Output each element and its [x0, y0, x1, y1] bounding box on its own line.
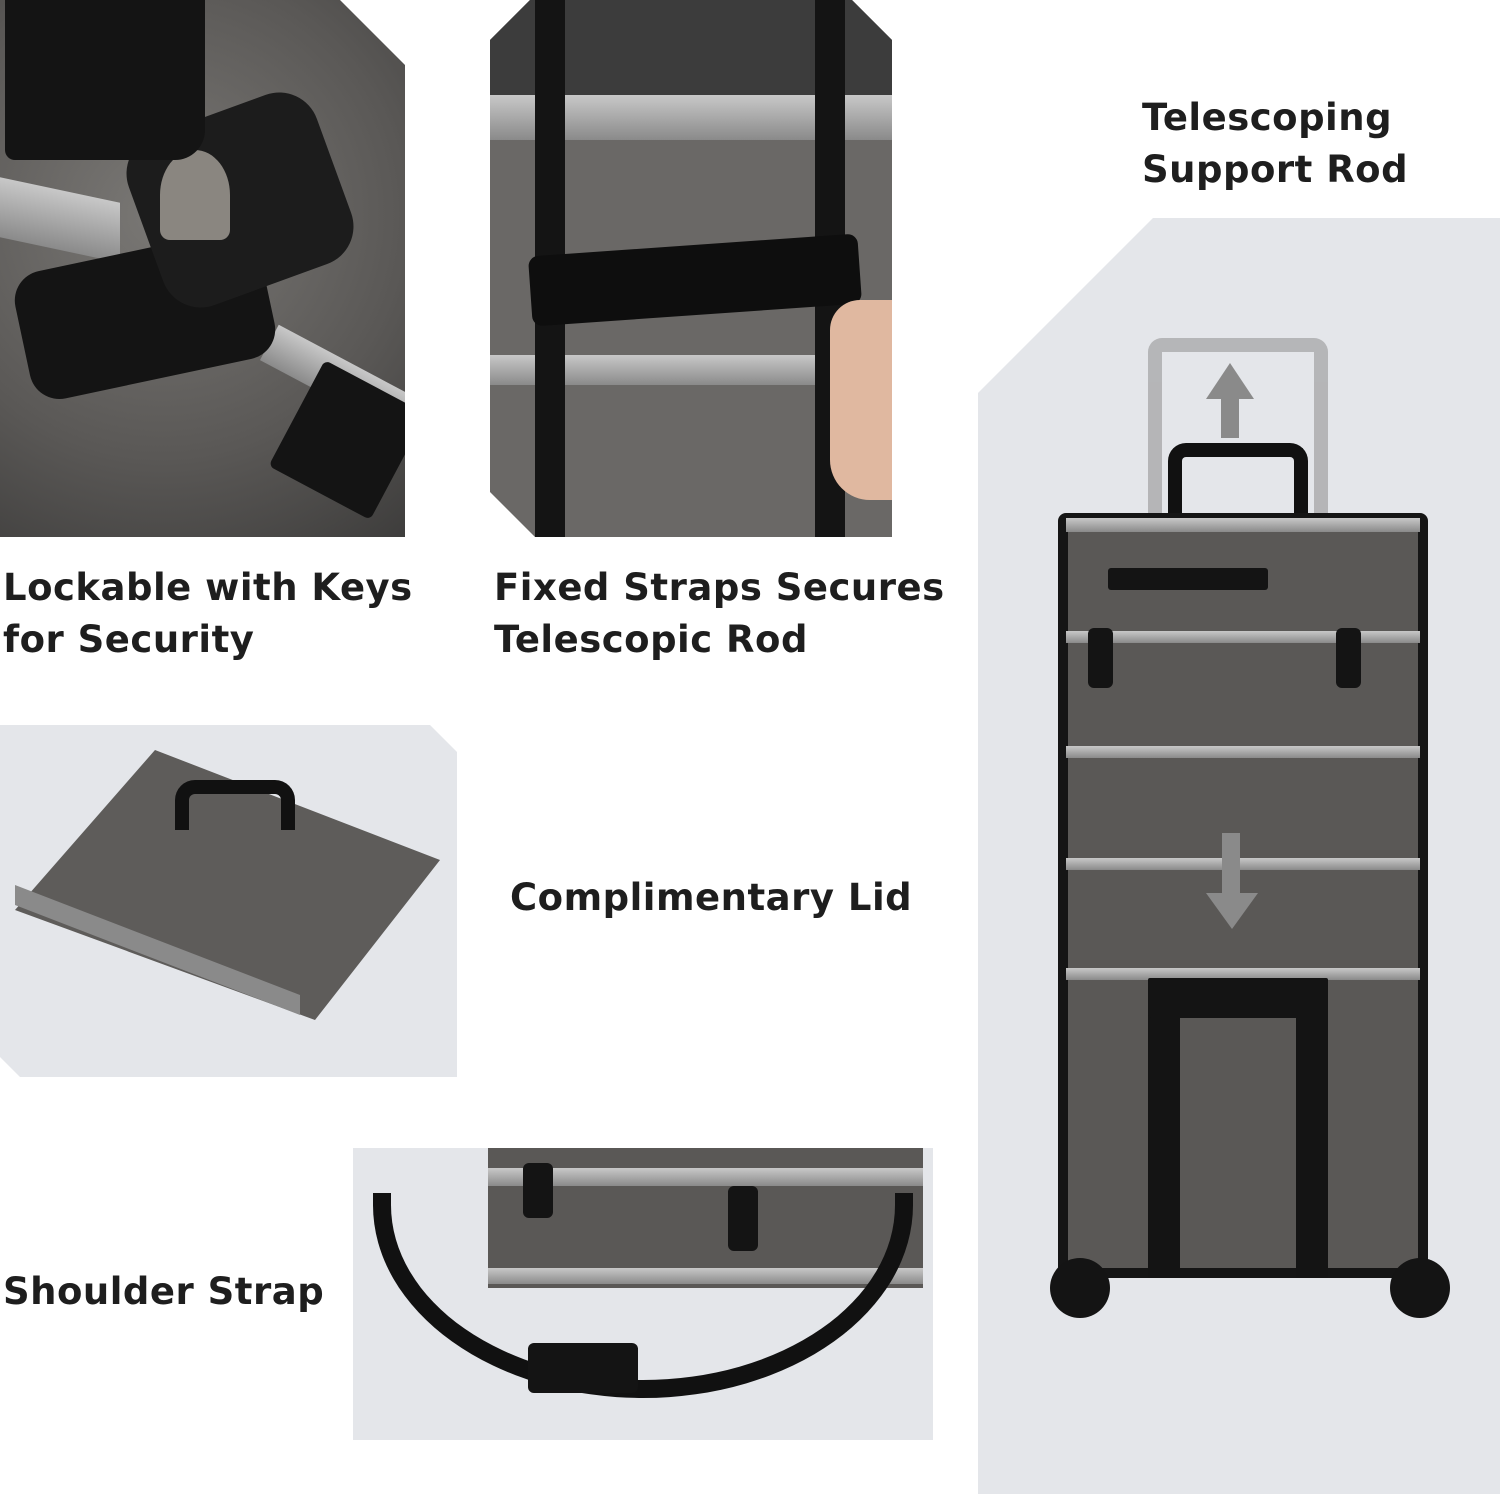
trolley-bar-left	[1148, 978, 1180, 1278]
caption-rod-line1: Telescoping	[1142, 96, 1393, 139]
key-icon	[160, 150, 230, 240]
top-handle-icon	[1168, 443, 1308, 518]
caption-shoulder: Shoulder Strap	[3, 1270, 325, 1313]
caption-lock: Lockable with Keys for Security	[3, 562, 413, 666]
caption-straps-line2: Telescopic Rod	[494, 618, 808, 661]
caption-lid: Complimentary Lid	[510, 876, 913, 919]
shoulder-strap-panel	[353, 1148, 933, 1440]
arrow-up-icon	[1206, 363, 1254, 399]
strap-photo	[490, 0, 892, 537]
caption-rod-line2: Support Rod	[1142, 148, 1409, 191]
velcro-strap-icon	[527, 233, 863, 327]
hand-icon	[830, 300, 892, 500]
arrow-down-icon	[1206, 893, 1258, 929]
lid-panel	[0, 725, 457, 1077]
caption-straps: Fixed Straps Secures Telescopic Rod	[494, 562, 945, 666]
wheel-left-icon	[1050, 1258, 1110, 1318]
shoulder-strap-icon	[373, 1193, 913, 1398]
lid-handle-icon	[175, 780, 295, 830]
wheel-right-icon	[1390, 1258, 1450, 1318]
caption-lock-line1: Lockable with Keys	[3, 566, 413, 609]
caption-lock-line2: for Security	[3, 618, 255, 661]
caption-rod: Telescoping Support Rod	[1142, 92, 1408, 196]
lock-photo	[0, 0, 405, 537]
trolley-panel	[978, 218, 1500, 1494]
caption-straps-line1: Fixed Straps Secures	[494, 566, 945, 609]
trolley-bar-right	[1296, 978, 1328, 1278]
